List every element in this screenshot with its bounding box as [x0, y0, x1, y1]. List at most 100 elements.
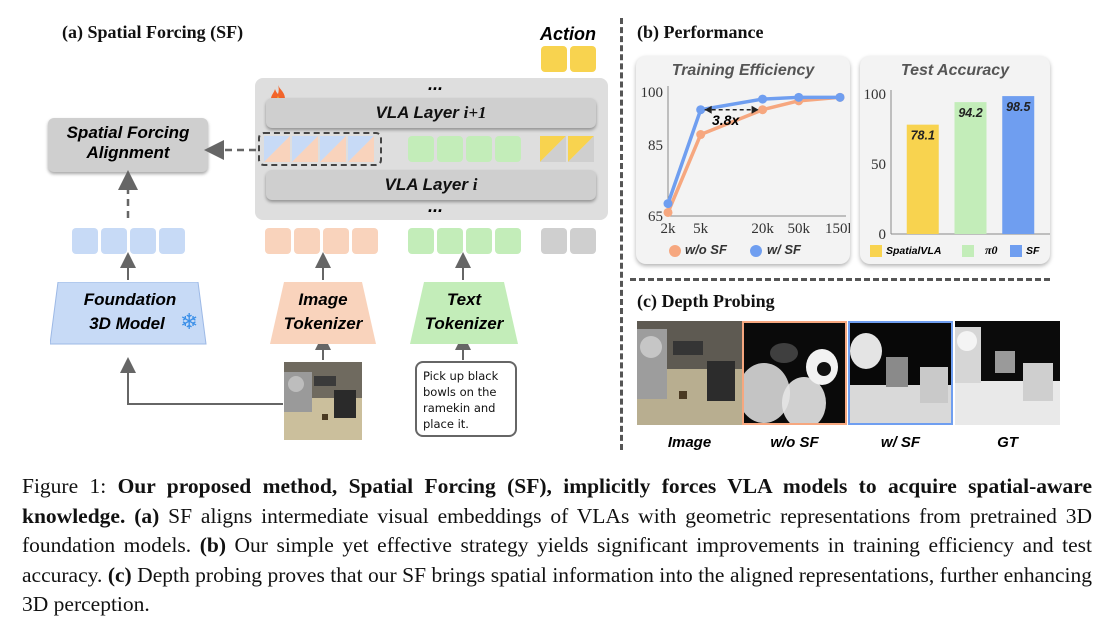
instruction-box: Pick up black bowls on the ramekin and p…	[415, 361, 517, 437]
panel-a-title: (a) Spatial Forcing (SF)	[62, 22, 244, 42]
data-point	[758, 94, 768, 104]
foundation-line2: 3D Model	[89, 314, 165, 333]
y-tick-label: 65	[648, 209, 663, 225]
ellipsis-bottom: ...	[428, 196, 444, 216]
alignment-line1: Spatial Forcing	[66, 123, 190, 142]
panel-b-title: (b) Performance	[637, 22, 764, 42]
bar-value-label: 98.5	[1006, 100, 1031, 114]
text-token-mid	[495, 136, 521, 162]
acc-legend-spatialvla-swatch	[870, 245, 882, 257]
text-token	[437, 228, 463, 254]
acc-legend-spatialvla-label: SpatialVLA	[886, 245, 942, 257]
foundation-token	[130, 228, 156, 254]
foundation-token	[101, 228, 127, 254]
caption-c-text: Depth probing proves that our SF brings …	[22, 562, 1092, 617]
legend-w-marker	[750, 245, 762, 257]
y-tick-label: 100	[864, 87, 887, 103]
y-tick-label: 0	[879, 227, 887, 243]
vla-layer-bottom-index: i	[472, 175, 478, 194]
figure-caption: Figure 1: Our proposed method, Spatial F…	[22, 472, 1092, 620]
data-point	[835, 92, 845, 102]
bar	[906, 124, 939, 234]
depth-label-wo-sf: w/o SF	[770, 434, 819, 451]
alignment-line2: Alignment	[86, 143, 170, 162]
training-efficiency-title: Training Efficiency	[671, 62, 815, 79]
caption-b-text: Our simple yet effective strategy yields…	[22, 533, 1092, 587]
action-label: Action	[540, 24, 596, 44]
acc-legend-sf-swatch	[1010, 245, 1022, 257]
data-point	[696, 130, 706, 140]
y-tick-label: 50	[871, 157, 886, 173]
caption-c-label: (c)	[107, 562, 132, 587]
test-accuracy-title: Test Accuracy	[900, 62, 1010, 79]
depth-label-image: Image	[667, 434, 712, 451]
depth-gt-image	[955, 321, 1060, 425]
panel-a-arrows	[118, 140, 471, 405]
foundation-line1: Foundation	[83, 290, 177, 309]
image-token	[294, 228, 320, 254]
image-tokenizer-shape	[270, 282, 376, 344]
depth-w-sf-image	[848, 321, 953, 425]
legend-wo-label: w/o SF	[685, 242, 727, 257]
action-query-token	[570, 228, 596, 254]
action-token	[570, 46, 596, 72]
text-token-mid	[466, 136, 492, 162]
text-token	[495, 228, 521, 254]
legend-w-label: w/ SF	[767, 242, 801, 257]
bar	[1002, 96, 1035, 234]
image-token	[323, 228, 349, 254]
data-point	[794, 92, 804, 102]
image-tokenizer-line2: Tokenizer	[283, 314, 363, 333]
foundation-token	[72, 228, 98, 254]
image-token	[352, 228, 378, 254]
depth-label-w-sf: w/ SF	[880, 434, 921, 451]
bar-value-label: 78.1	[911, 129, 935, 143]
text-token	[408, 228, 434, 254]
data-point	[758, 105, 768, 115]
text-token	[466, 228, 492, 254]
test-accuracy-plot: 0 50 100 78.1 94.2 98.5	[864, 87, 1050, 243]
action-query-token	[541, 228, 567, 254]
caption-figure-label: Figure 1:	[22, 474, 118, 498]
training-efficiency-plot: 65851002k5k20k50k150k	[641, 85, 851, 237]
panel-divider-vertical	[620, 18, 623, 450]
instruction-text: Pick up black bowls on the ramekin and p…	[423, 369, 499, 431]
text-token-mid	[437, 136, 463, 162]
x-tick-label: 50k	[787, 221, 810, 237]
spatial-forcing-alignment-box: Spatial Forcing Alignment	[48, 118, 208, 172]
y-tick-label: 85	[648, 138, 663, 154]
text-tokenizer-line1: Text	[446, 290, 482, 309]
x-tick-label: 5k	[693, 221, 709, 237]
vla-layer-bottom-prefix: VLA Layer	[384, 175, 473, 194]
y-tick-label: 100	[641, 85, 664, 101]
acc-legend-pi0-swatch	[962, 245, 974, 257]
caption-bold-lead: Our proposed method, Spatial Forcing (SF…	[22, 474, 1092, 528]
vla-layer-bottom: VLA Layer i	[266, 170, 596, 200]
bar	[954, 102, 987, 234]
panel-divider-horizontal	[630, 278, 1050, 281]
depth-label-gt: GT	[997, 434, 1018, 451]
foundation-model-shape	[50, 282, 207, 345]
foundation-token	[159, 228, 185, 254]
caption-a-text: SF aligns intermediate visual embeddings…	[22, 503, 1092, 558]
x-tick-label: 2k	[661, 221, 677, 237]
image-tokenizer-line1: Image	[298, 290, 348, 309]
acc-legend-sf-label: SF	[1026, 245, 1040, 257]
aligned-visual-tokens	[264, 136, 594, 162]
action-token	[541, 46, 567, 72]
vla-layer-top-prefix: VLA Layer	[375, 103, 464, 122]
speedup-arrowhead	[751, 105, 759, 114]
depth-input-image	[637, 321, 742, 425]
speedup-arrowhead	[704, 105, 712, 114]
vla-layer-top: VLA Layer i+1	[266, 98, 596, 128]
caption-b-label: (b)	[199, 533, 226, 557]
data-point	[663, 207, 673, 217]
image-token	[265, 228, 291, 254]
bar-value-label: 94.2	[958, 106, 982, 120]
series-line	[666, 95, 841, 214]
x-tick-label: 150k	[825, 221, 850, 237]
text-token-mid	[408, 136, 434, 162]
vla-layer-top-index: i+1	[463, 103, 487, 122]
panel-c-title: (c) Depth Probing	[637, 291, 775, 311]
text-tokenizer-shape	[410, 282, 518, 344]
